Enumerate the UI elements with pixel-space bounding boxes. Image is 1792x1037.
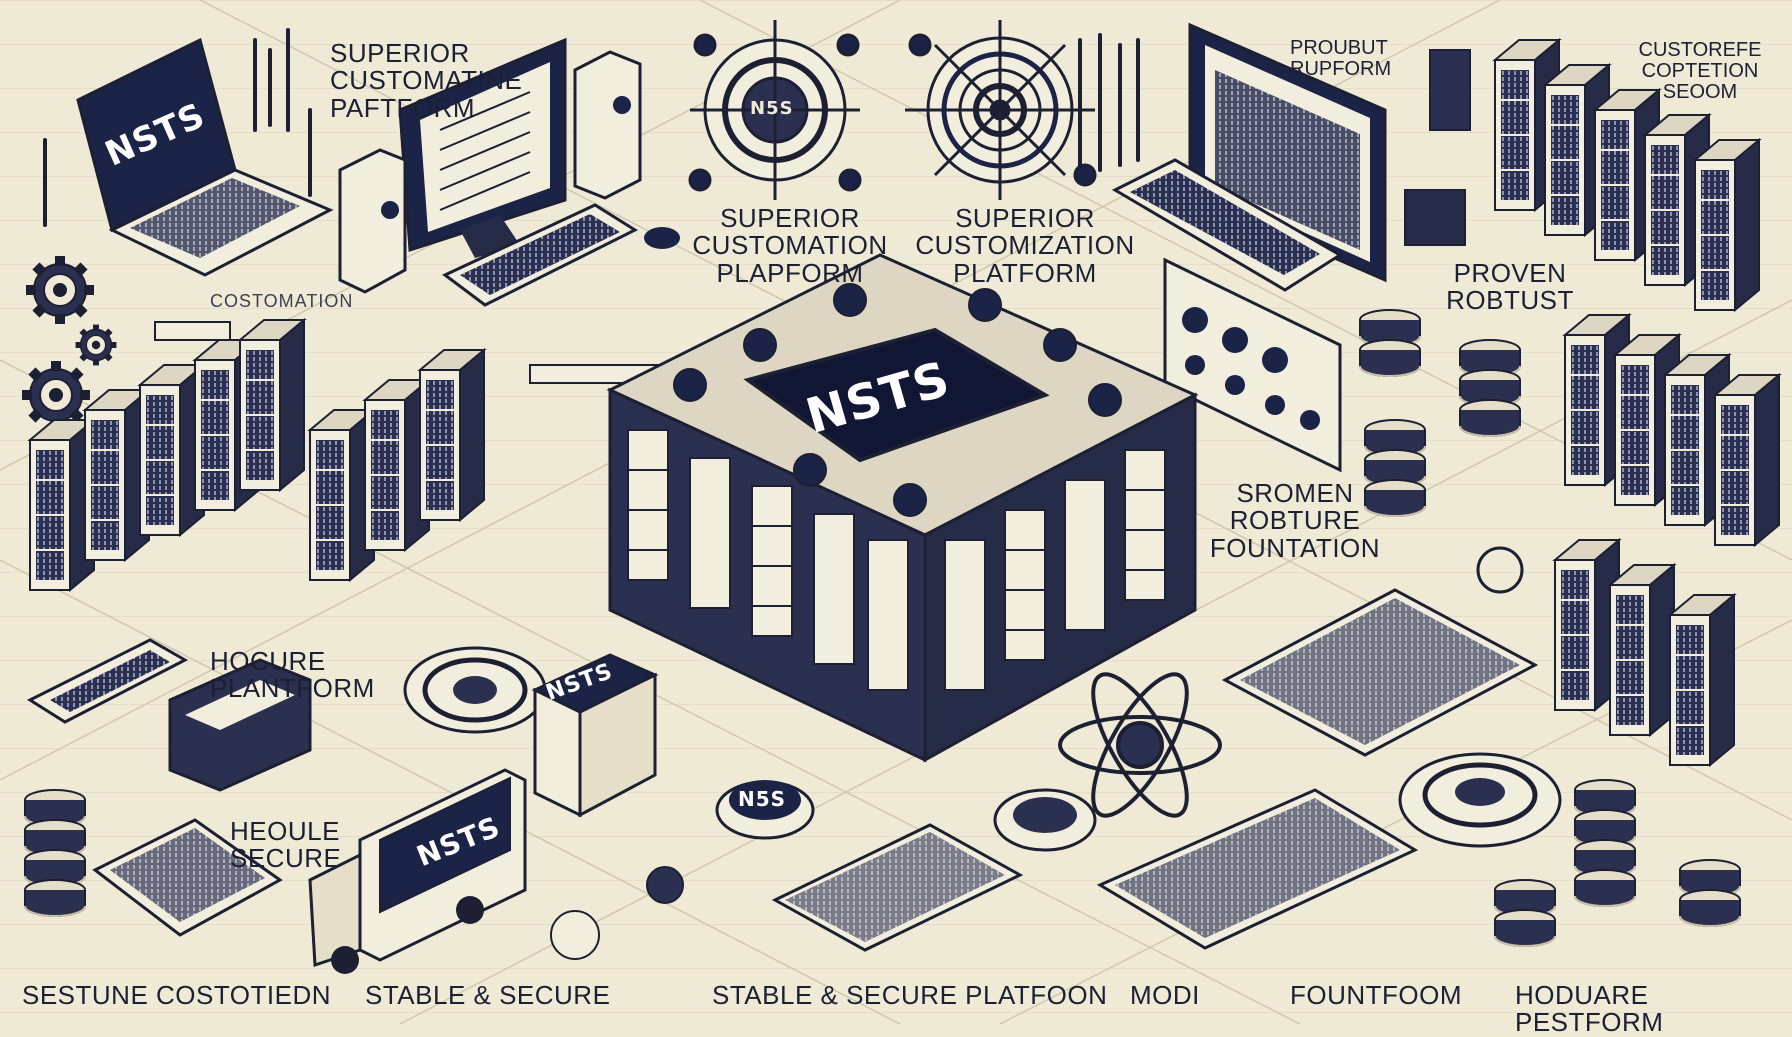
gear-icon [74,324,118,366]
label-superior-top-left: SUPERIOR CUSTOMATINE PAFTFORM [330,38,523,123]
footer-label-5: FOUNTFOOM [1290,980,1463,1010]
footer-label-4: MODI [1130,980,1200,1010]
target-icon [688,20,862,200]
server-tower-icon [168,658,312,792]
document-panel-icon [1221,588,1539,757]
footer-label-3: STABLE & SECURE PLATFOON [712,980,1108,1010]
gear-icon [25,255,95,325]
coin-icon [715,780,1097,852]
delivery-truck-icon [308,768,527,974]
label-proven-right: PROVEN ROBTUST [1446,258,1574,316]
label-superior-center-right: SUPERIOR CUSTOMIZATION PLATFORM [915,203,1135,288]
document-panel-icon [771,823,1024,952]
label-heoule: HEOULE SECURE [230,816,342,874]
label-customization-left: COSTOMATION [210,291,354,311]
document-panel-icon [26,638,189,724]
document-panel-icon [92,818,283,937]
label-superior-center-left: SUPERIOR CUSTOMATION PLAPFORM [692,203,888,288]
target-icon [403,646,547,734]
keyboard-icon [442,203,639,307]
footer-label-6: HODUARE PESTFORM [1515,980,1664,1037]
server-tower-icon [338,50,642,294]
label-sromen: SROMEN ROBTURE FOUNTATION [1209,478,1381,563]
target-icon [905,20,1097,200]
footer-label-1: SESTUNE COSTOTIEDN [22,980,332,1010]
gear-icon [21,360,91,430]
label-hocure: HOCURE PLANTFORM [210,646,375,704]
desktop-monitor-icon [398,37,567,258]
database-stack-icon [24,789,86,917]
target-icon [1398,752,1562,848]
central-server-cluster [606,253,1199,763]
database-stack-icon [1404,49,1471,246]
footer-label-2: STABLE & SECURE [365,980,611,1010]
label-custom-top-right: CUSTOREFE COPTETION SEOOM [1638,39,1762,103]
label-product-top: PROUBUT RUPFORM [1290,37,1392,80]
coin-brand: N5S [738,787,787,811]
document-panel-icon [1163,257,1342,473]
document-panel-icon [1096,788,1419,950]
gear-icon [550,866,684,960]
atom-icon [1058,672,1222,818]
laptop-icon [76,37,334,277]
keyboard-icon [1111,158,1343,292]
server-tower-icon [531,653,659,818]
target-badge-brand: N5S [750,98,794,119]
